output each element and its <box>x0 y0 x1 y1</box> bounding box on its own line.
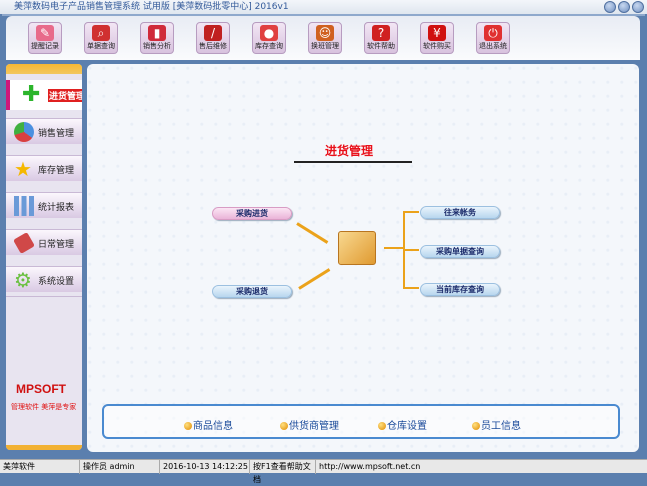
brush-icon <box>13 232 35 254</box>
gear-icon: ⚙ <box>14 268 32 292</box>
help-icon: ? <box>372 25 390 41</box>
main-panel: 进货管理 采购进货 采购退货 往来帐务 采购单据查询 当前库存查询 商品信息 供… <box>87 64 639 452</box>
toolbar-button-label: 提醒记录 <box>31 42 59 50</box>
maximize-button[interactable] <box>618 1 630 13</box>
toolbar-button-6[interactable]: ?软件帮助 <box>364 22 398 54</box>
toolbar-button-label: 换班管理 <box>311 42 339 50</box>
status-company: 美萍软件 <box>0 460 80 474</box>
toolbar: ✎提醒记录⌕单据查询▮销售分析/售后维修●库存查询☺换班管理?软件帮助¥软件购买… <box>6 16 640 60</box>
title-bar: 美萍数码电子产品销售管理系统 试用版 [美萍数码批零中心] 2016v1 <box>0 0 647 14</box>
toolbar-button-8[interactable]: ⏻退出系统 <box>476 22 510 54</box>
sidebar-item-reports[interactable]: 统计报表 <box>6 192 82 218</box>
sidebar-header <box>6 64 82 74</box>
toolbar-button-1[interactable]: ⌕单据查询 <box>84 22 118 54</box>
toolbar-button-4[interactable]: ●库存查询 <box>252 22 286 54</box>
sidebar-item-purchase[interactable]: ✚ 进货管理 <box>6 80 82 110</box>
bar-chart-icon: ▮ <box>148 25 166 41</box>
quick-link-products[interactable]: 商品信息 <box>184 417 233 432</box>
users-icon: ☺ <box>316 25 334 41</box>
purchase-in-button[interactable]: 采购进货 <box>212 207 292 220</box>
purchase-return-button[interactable]: 采购退货 <box>212 285 292 298</box>
toolbar-button-0[interactable]: ✎提醒记录 <box>28 22 62 54</box>
arrow-in <box>296 222 329 244</box>
current-stock-query-button[interactable]: 当前库存查询 <box>420 283 500 296</box>
star-icon: ★ <box>14 157 32 181</box>
screwdriver-icon: / <box>204 25 222 41</box>
toolbar-button-label: 销售分析 <box>143 42 171 50</box>
sidebar-item-label: 进货管理 <box>48 89 82 102</box>
toolbar-button-label: 退出系统 <box>479 42 507 50</box>
search-icon: ⌕ <box>92 25 110 41</box>
box-icon <box>338 231 376 265</box>
quick-link-suppliers[interactable]: 供货商管理 <box>280 417 339 432</box>
toolbar-button-2[interactable]: ▮销售分析 <box>140 22 174 54</box>
status-url[interactable]: http://www.mpsoft.net.cn <box>319 462 421 471</box>
title-underline <box>294 161 412 163</box>
sidebar-item-stock[interactable]: ★库存管理 <box>6 155 82 181</box>
yen-icon: ¥ <box>428 25 446 41</box>
bullet-icon <box>184 422 192 430</box>
toolbar-button-label: 售后维修 <box>199 42 227 50</box>
arrow-out <box>298 268 331 290</box>
purchase-docs-query-button[interactable]: 采购单据查询 <box>420 245 500 258</box>
status-help: 按F1查看帮助文档 <box>250 460 316 484</box>
sidebar-item-daily[interactable]: 日常管理 <box>6 229 82 255</box>
bullet-icon <box>378 422 386 430</box>
close-button[interactable] <box>632 1 644 13</box>
toolbar-button-label: 软件购买 <box>423 42 451 50</box>
page-title: 进货管理 <box>325 144 374 158</box>
slogan: 管理软件 美萍是专家 <box>11 403 77 411</box>
note-icon: ✎ <box>36 25 54 41</box>
status-operator: 操作员 admin <box>80 460 160 474</box>
bullet-icon <box>280 422 288 430</box>
stock-icon: ● <box>260 25 278 41</box>
status-bar: 美萍软件 操作员 admin 2016-10-13 14:12:25 按F1查看… <box>0 459 647 484</box>
toolbar-button-label: 软件帮助 <box>367 42 395 50</box>
pie-chart-icon <box>14 122 34 142</box>
window-title: 美萍数码电子产品销售管理系统 试用版 [美萍数码批零中心] 2016v1 <box>14 2 289 12</box>
mpsoft-logo: MPSOFT <box>16 382 66 396</box>
power-icon: ⏻ <box>484 25 502 41</box>
toolbar-button-label: 单据查询 <box>87 42 115 50</box>
quick-links: 商品信息 供货商管理 仓库设置 员工信息 <box>102 404 620 439</box>
plus-icon: ✚ <box>22 82 41 107</box>
bar-chart-icon <box>14 196 34 216</box>
quick-link-staff[interactable]: 员工信息 <box>472 417 521 432</box>
status-datetime: 2016-10-13 14:12:25 <box>160 460 250 474</box>
bullet-icon <box>472 422 480 430</box>
sidebar-item-sales[interactable]: 销售管理 <box>6 118 82 144</box>
toolbar-button-5[interactable]: ☺换班管理 <box>308 22 342 54</box>
sidebar-item-settings[interactable]: ⚙系统设置 <box>6 266 82 292</box>
toolbar-button-7[interactable]: ¥软件购买 <box>420 22 454 54</box>
minimize-button[interactable] <box>604 1 616 13</box>
toolbar-button-label: 库存查询 <box>255 42 283 50</box>
accounts-button[interactable]: 往来帐务 <box>420 206 500 219</box>
toolbar-button-3[interactable]: /售后维修 <box>196 22 230 54</box>
quick-link-warehouse[interactable]: 仓库设置 <box>378 417 427 432</box>
sidebar: ✚ 进货管理 销售管理 ★库存管理 统计报表 日常管理 ⚙系统设置 MPSOFT… <box>6 64 82 450</box>
